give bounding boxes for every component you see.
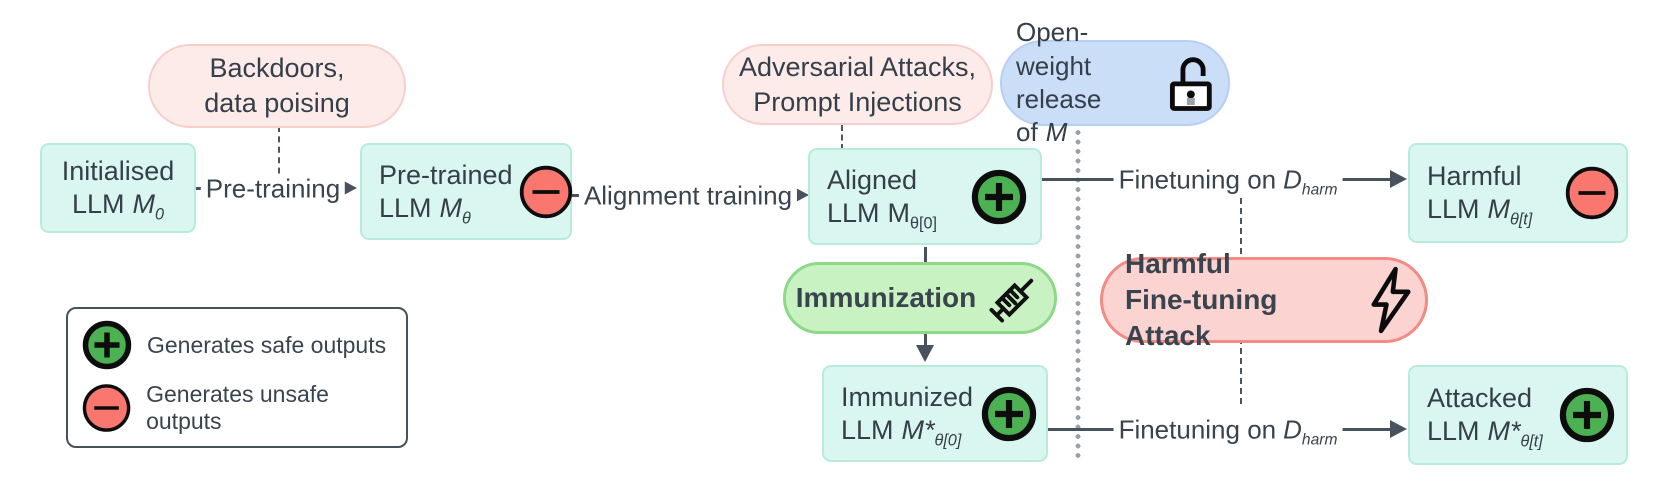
edge-alignment-label: Alignment training bbox=[578, 180, 798, 212]
safe-badge-icon bbox=[1559, 387, 1615, 443]
legend-safe-label: Generates safe outputs bbox=[147, 331, 387, 358]
safe-badge-icon bbox=[82, 320, 132, 370]
callout-backdoors-text: Backdoors, data poising bbox=[204, 53, 350, 118]
safe-badge-icon bbox=[981, 386, 1037, 442]
syringe-icon bbox=[989, 278, 1034, 323]
safe-badge-icon bbox=[971, 169, 1027, 225]
arrowhead-icon bbox=[1390, 420, 1407, 438]
callout-adversarial-text: Adversarial Attacks, Prompt Injections bbox=[738, 51, 977, 117]
unsafe-badge-icon bbox=[519, 165, 573, 218]
edge-pretraining-label: Pre-training bbox=[200, 173, 346, 205]
callout-backdoors: Backdoors, data poising bbox=[148, 44, 406, 128]
callout-harmful-attack: Harmful Fine-tuning Attack bbox=[1100, 248, 1428, 351]
callout-immunization: Immunization bbox=[783, 262, 1057, 334]
open-padlock-icon bbox=[1170, 57, 1213, 111]
open-weight-divider-dotted-line bbox=[1075, 128, 1081, 462]
legend-safe-row: Generates safe outputs bbox=[82, 320, 406, 370]
callout-adversarial: Adversarial Attacks, Prompt Injections bbox=[722, 44, 993, 125]
arrowhead-down-icon bbox=[916, 345, 934, 362]
unsafe-badge-icon bbox=[1565, 166, 1619, 220]
unsafe-badge-icon bbox=[82, 384, 131, 432]
lightning-bolt-icon bbox=[1371, 266, 1411, 334]
legend: Generates safe outputs Generates unsafe … bbox=[66, 307, 408, 448]
callout-harmful-attack-text: Harmful Fine-tuning Attack bbox=[1125, 248, 1278, 351]
legend-unsafe-label: Generates unsafe outputs bbox=[146, 381, 329, 434]
adversarial-connector-dashed-line bbox=[841, 125, 843, 150]
backdoors-connector-dashed-line bbox=[278, 126, 280, 184]
arrowhead-icon bbox=[1390, 170, 1407, 188]
legend-unsafe-row: Generates unsafe outputs bbox=[82, 381, 406, 435]
callout-immunization-label: Immunization bbox=[795, 282, 977, 314]
